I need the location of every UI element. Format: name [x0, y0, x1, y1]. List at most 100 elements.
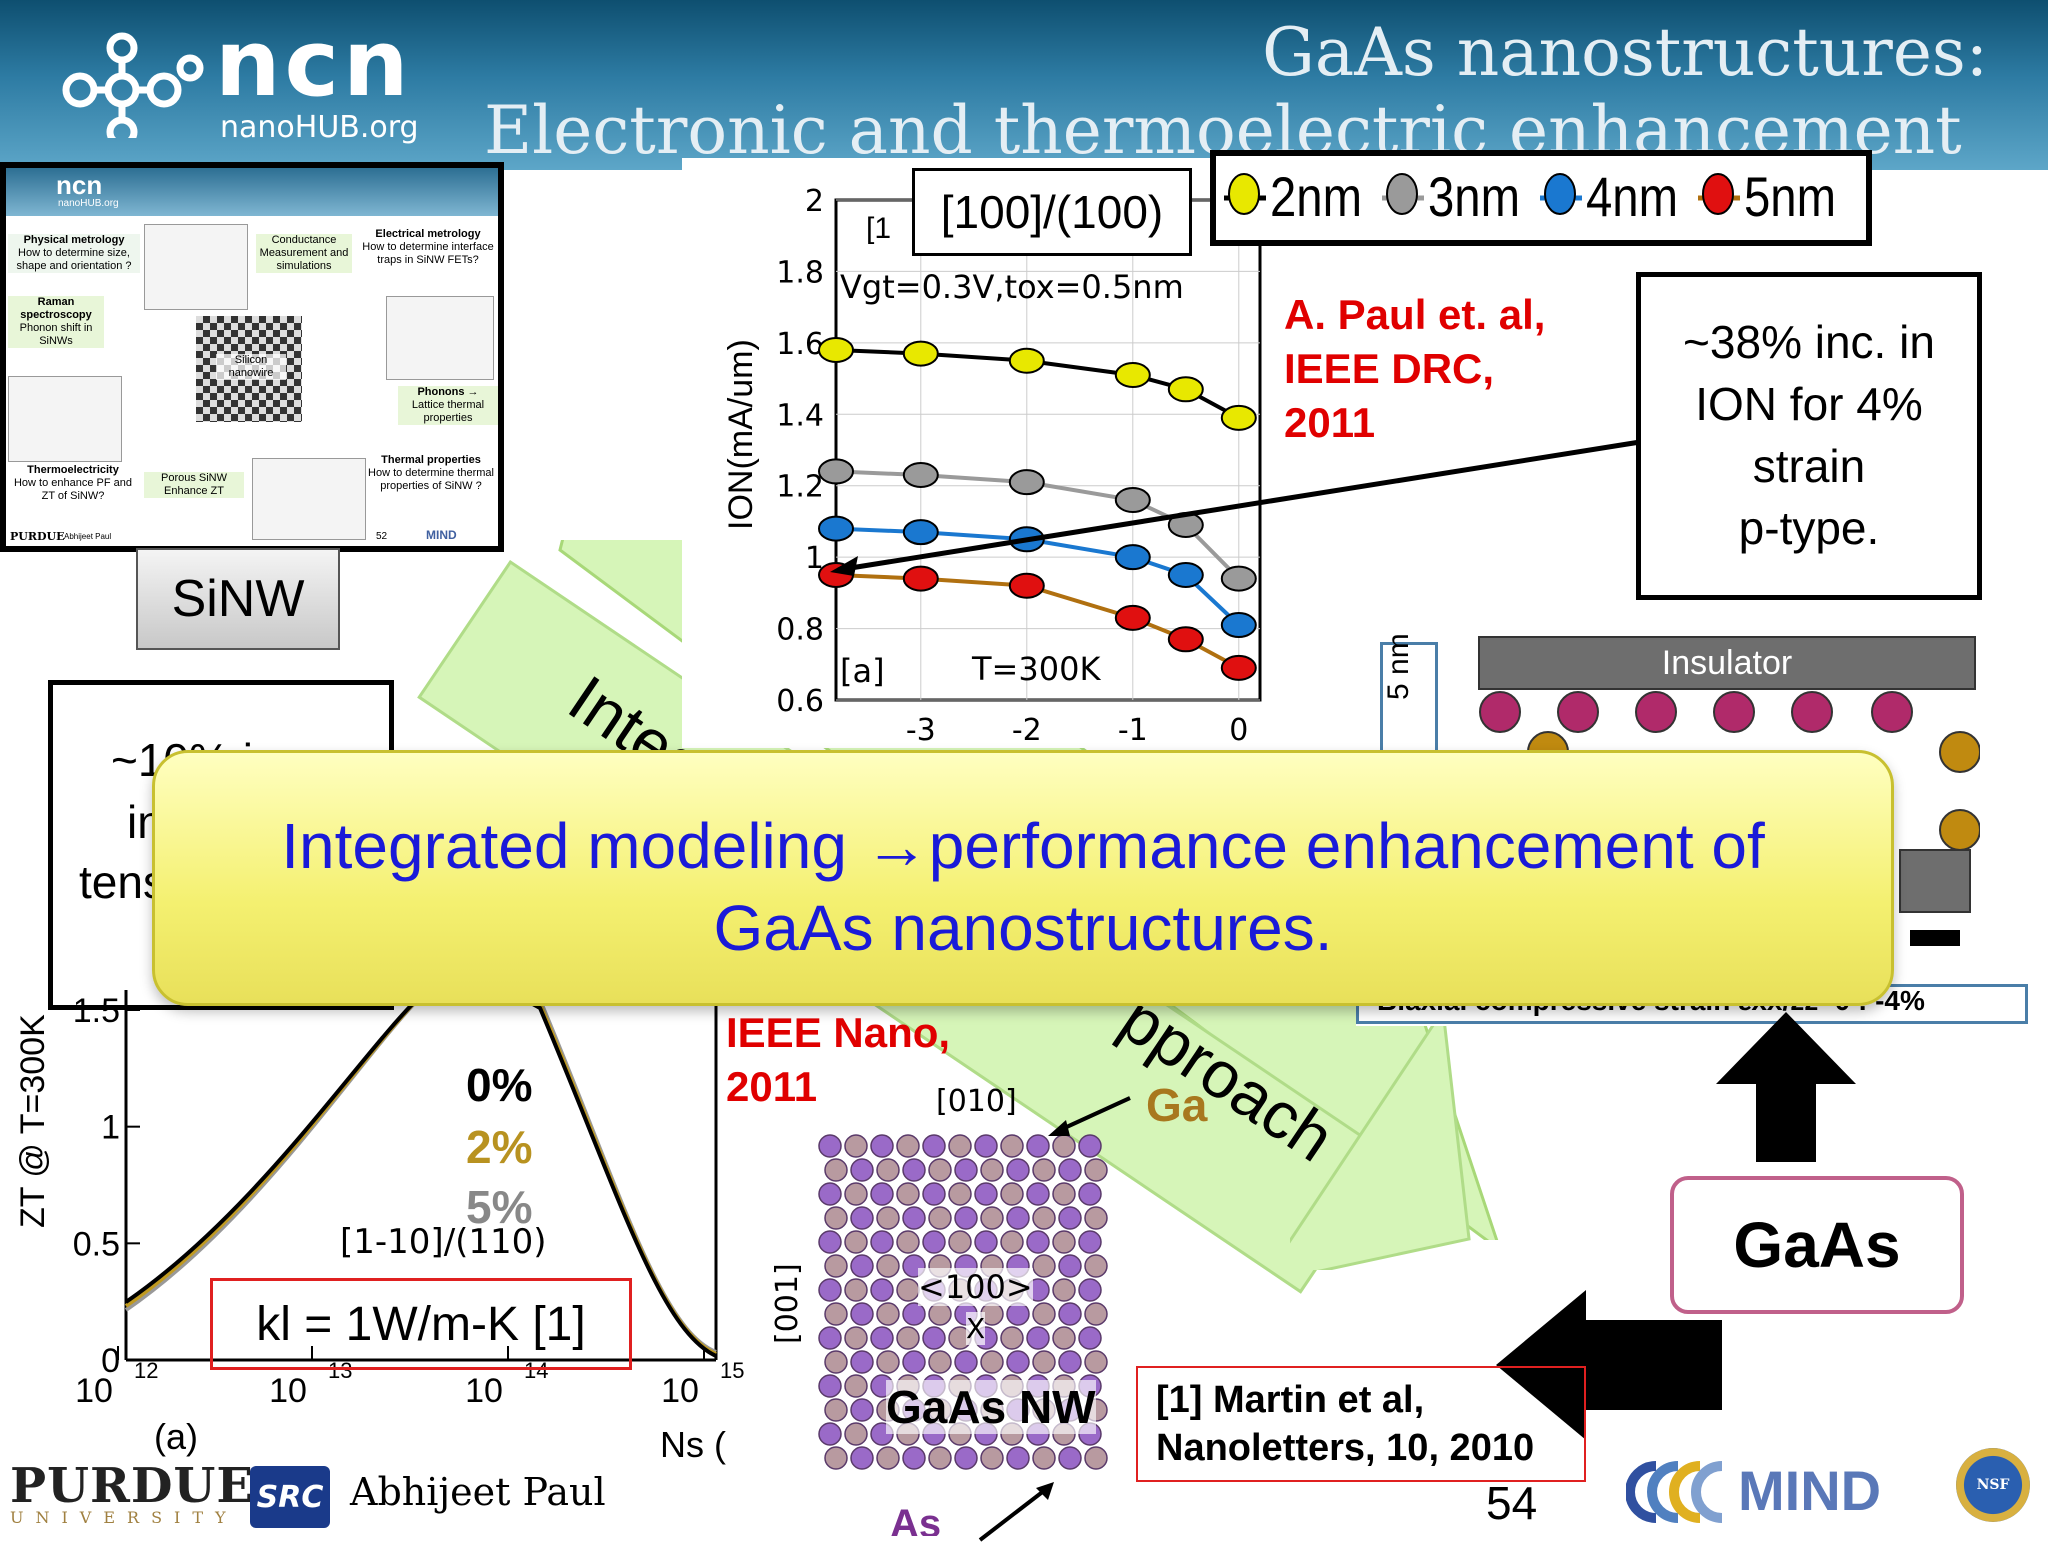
nanowire-atom [844, 1422, 868, 1446]
device-atom [1557, 691, 1599, 733]
nanowire-atom [1058, 1350, 1082, 1374]
device-contact [1910, 930, 1960, 946]
nanowire-atom [844, 1278, 868, 1302]
nanowire-atom [1058, 1254, 1082, 1278]
nanowire-atom [948, 1134, 972, 1158]
nanowire-atom [818, 1134, 842, 1158]
nanowire-atom [824, 1206, 848, 1230]
device-atom [1939, 809, 1980, 851]
nanowire-atom [850, 1206, 874, 1230]
molecule-icon [62, 32, 204, 138]
nanowire-atom [1026, 1182, 1050, 1206]
callout-line1: ~38% inc. in [1683, 316, 1935, 368]
nanowire-atom [824, 1302, 848, 1326]
ion-data-point [1220, 612, 1257, 638]
ref-martin-line2: Nanoletters, 10, 2010 [1156, 1427, 1535, 1469]
device-atom [1713, 691, 1755, 733]
nanowire-atom [922, 1326, 946, 1350]
dir-001: [001] [770, 1263, 805, 1344]
callout-pointer-line [830, 439, 1641, 576]
thumb-diagram-1 [144, 224, 248, 310]
ion-x-tick: -2 [1012, 713, 1042, 748]
nanowire-atom [1078, 1230, 1102, 1254]
ion-data-point [902, 565, 939, 592]
zt-x-tick: 10 [75, 1372, 113, 1410]
zt-x-tick: 10 [465, 1372, 503, 1410]
nanowire-atom [922, 1134, 946, 1158]
nanowire-atom [818, 1230, 842, 1254]
ion-y-tick: 1.8 [776, 255, 824, 290]
nanowire-atom [850, 1254, 874, 1278]
ion-y-tick: 0.6 [776, 684, 824, 719]
ref-martin-box: [1] Martin et al, Nanoletters, 10, 2010 [1136, 1366, 1586, 1482]
ion-y-tick: 0.8 [776, 613, 824, 648]
device-atom [1939, 731, 1980, 773]
ion-data-point [1114, 604, 1151, 631]
zt-x-tick-exp: 15 [720, 1358, 744, 1383]
nanowire-atom [1000, 1230, 1024, 1254]
thumb-thermal-title: Thermal properties [381, 454, 481, 466]
zt-x-tick: 10 [269, 1372, 307, 1410]
nanowire-atom [954, 1446, 978, 1470]
gaas-box-label: GaAs [1733, 1209, 1901, 1281]
device-atom [1479, 691, 1521, 733]
ion-data-point [1114, 487, 1151, 513]
thumb-physical-sub: How to determine size, shape and orienta… [16, 247, 132, 272]
ion-y-tick: 2 [805, 184, 824, 219]
sinw-button[interactable]: SiNW [136, 548, 340, 650]
device-atom [1635, 691, 1677, 733]
callout-line4: p-type. [1738, 502, 1880, 554]
thumb-electrical-sub: How to determine interface traps in SiNW… [362, 241, 494, 266]
ion-x-tick: 0 [1229, 713, 1248, 748]
nanowire-atom [922, 1182, 946, 1206]
zt-y-tick: 1.5 [73, 992, 120, 1030]
ion-x-tick: -1 [1118, 713, 1148, 748]
nanowire-atom [850, 1446, 874, 1470]
ref-nano-line1: IEEE Nano, [726, 1009, 951, 1056]
logo-subtext: nanoHUB.org [220, 110, 419, 145]
nanowire-atom [1058, 1206, 1082, 1230]
thumb-diagram-4 [252, 458, 366, 540]
legend-label: 4nm [1586, 165, 1678, 228]
nanowire-atom [1084, 1254, 1108, 1278]
mind-logo: MIND [1626, 1456, 1926, 1528]
nanowire-atom [844, 1230, 868, 1254]
ion-y-label: ION(mA/um) [722, 339, 760, 530]
zt-legend-0: 0% [466, 1059, 533, 1111]
nanowire-atom [980, 1158, 1004, 1182]
nanowire-atom [1052, 1182, 1076, 1206]
banner-line1: Integrated modeling →performance enhance… [281, 810, 1765, 882]
nanowire-atom [876, 1254, 900, 1278]
src-text: SRC [256, 1479, 324, 1515]
thumb-raman-title: Raman spectroscopy [20, 296, 92, 321]
ion-y-tick: 1.6 [776, 327, 824, 362]
ion-data-point [1220, 565, 1257, 592]
nanowire-atom [824, 1158, 848, 1182]
thumb-diagram-3 [8, 376, 122, 462]
thumb-phonons: Phonons →Lattice thermal properties [398, 386, 498, 425]
zt-x-tick-exp: 13 [328, 1358, 352, 1383]
nanowire-atom [1032, 1302, 1056, 1326]
nanowire-atom [928, 1206, 952, 1230]
device-gate [1899, 849, 1971, 913]
legend-label: 5nm [1744, 165, 1836, 228]
kl-label-box: kl = 1W/m-K [1] [210, 1278, 632, 1370]
ion-y-tick: 1.4 [776, 398, 824, 433]
nanowire-atom [844, 1182, 868, 1206]
nanowire-atom [1084, 1158, 1108, 1182]
nanowire-atom [1032, 1158, 1056, 1182]
nanowire-atom [824, 1398, 848, 1422]
ion-data-point [902, 462, 939, 488]
logo-text: ncn [215, 10, 413, 117]
thumb-phonons-sub: Lattice thermal properties [411, 399, 485, 424]
ga-label: Ga [1146, 1079, 1208, 1131]
nanowire-atom [1026, 1326, 1050, 1350]
nanowire-atom [850, 1398, 874, 1422]
nanowire-atom [1058, 1446, 1082, 1470]
bias-label: Vgt=0.3V,tox=0.5nm [840, 268, 1184, 306]
ion-y-tick: 1 [805, 541, 824, 576]
nanowire-atom [1032, 1350, 1056, 1374]
gaas-box: GaAs [1670, 1176, 1964, 1314]
